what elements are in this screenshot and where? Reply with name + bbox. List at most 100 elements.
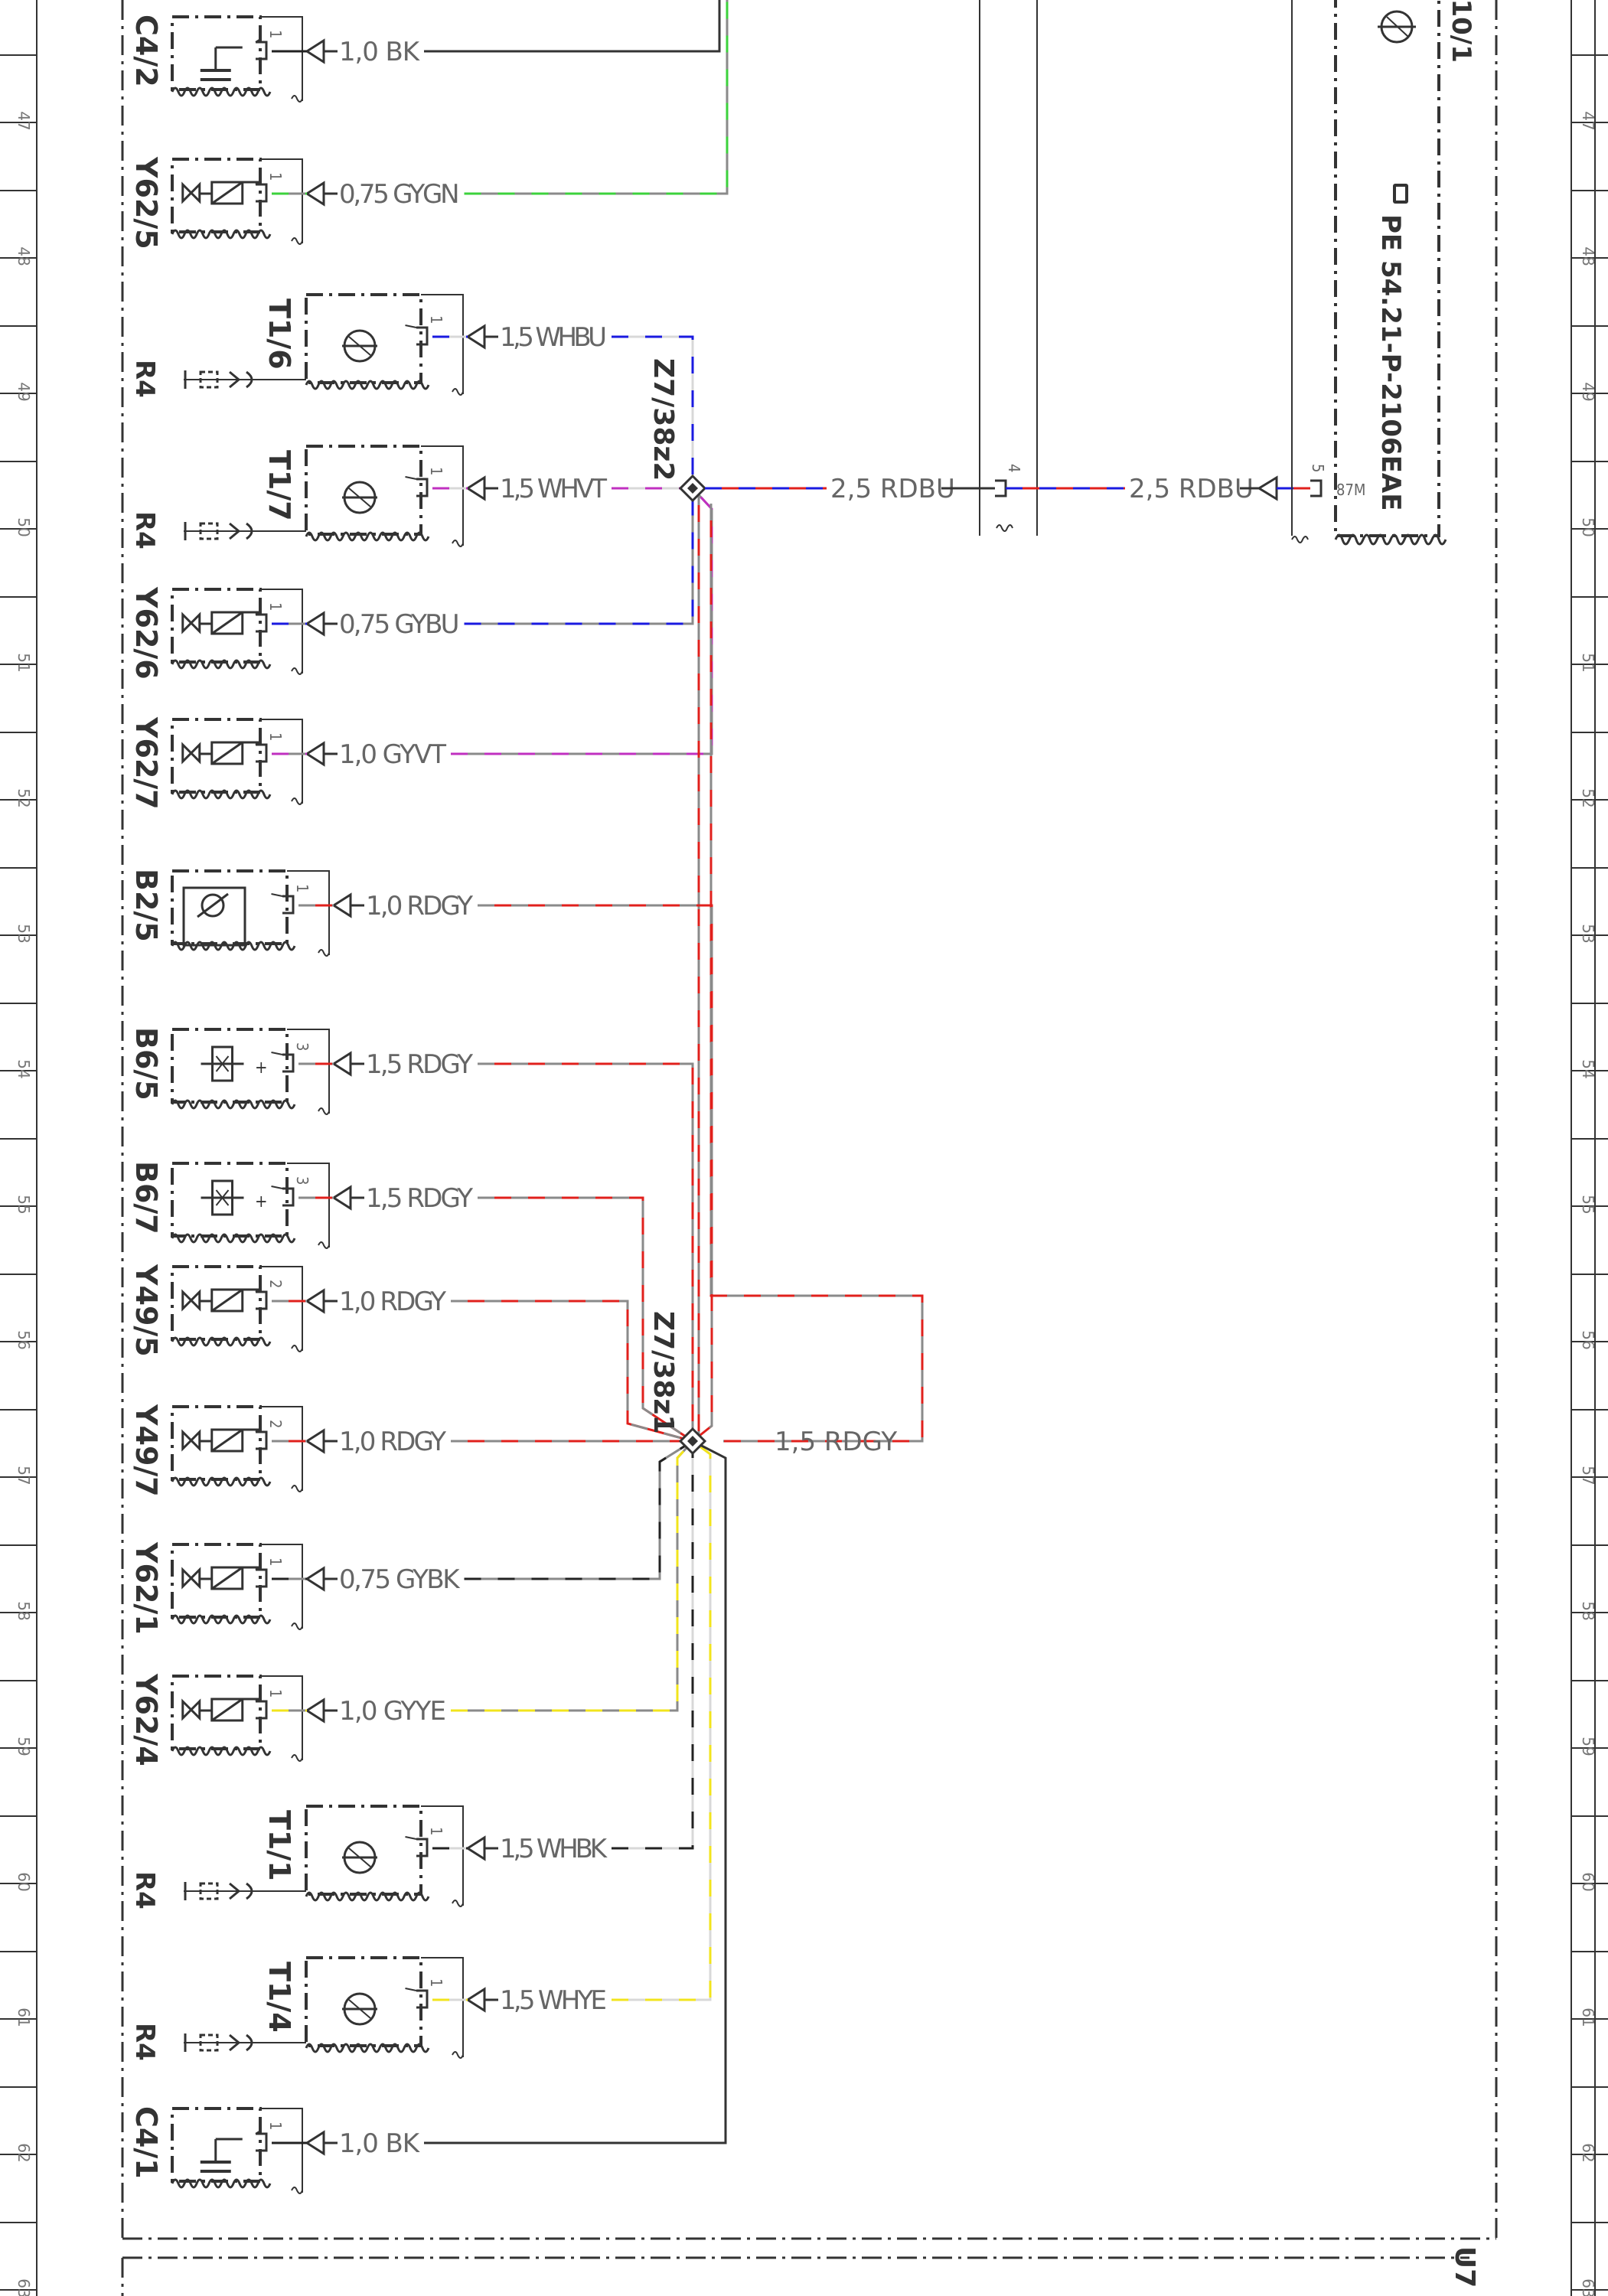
splice-z7-38z1[interactable]: Z7/38z1 [647, 1311, 707, 1456]
splice-z7-38z2[interactable]: Z7/38z2 [647, 358, 707, 503]
ruler-number-left: 54 [15, 1059, 33, 1078]
wire-y495 [451, 1300, 693, 1443]
component-id: Y62/7 [129, 716, 163, 810]
pin-number: 1 [427, 1827, 445, 1835]
component-B2-5[interactable]: 1 B2/5 [129, 869, 330, 957]
wire-whye [612, 1440, 712, 2001]
component-id: Y62/5 [129, 156, 163, 249]
ground-ref-label: R4 [129, 511, 160, 550]
wire-gybu [464, 488, 694, 625]
ruler-number-left: 60 [15, 1872, 33, 1891]
pin-number: 1 [293, 884, 311, 892]
wire-label: 1,5 WHYE [500, 1985, 607, 2016]
component-B6-5[interactable]: +3B6/5 [129, 1027, 330, 1115]
splice-label: Z7/38z2 [647, 358, 679, 481]
wire-b25 [478, 904, 713, 1443]
component-C4-1[interactable]: 1 C4/1 [129, 2106, 303, 2194]
component-id: T1/6 [263, 298, 296, 370]
wire-label: 1,5 WHBK [500, 1834, 608, 1864]
ruler-number-left: 61 [15, 2007, 33, 2027]
ruler-number-right: 57 [1579, 1466, 1597, 1485]
wire-label: 1,0 GYVT [339, 739, 446, 770]
ruler-number-left: 53 [15, 924, 33, 943]
splice-label: Z7/38z1 [647, 1311, 679, 1433]
ruler-number-left: 47 [15, 111, 33, 130]
ruler-number-left: 62 [15, 2143, 33, 2162]
component-id: B6/5 [129, 1027, 163, 1101]
pin-number: 1 [266, 1557, 285, 1566]
pin-number: 1 [427, 467, 445, 475]
connector-arrow [305, 1428, 325, 1454]
pin-number: 1 [427, 1978, 445, 1987]
pin-number: 3 [293, 1176, 311, 1185]
connector-arrow [465, 1835, 486, 1861]
wire-gybk [464, 1440, 693, 1580]
component-id: Y62/4 [129, 1673, 163, 1766]
ruler-number-left: 56 [15, 1330, 33, 1349]
wire-gyvt [451, 487, 713, 755]
ruler-number-right: 49 [1579, 382, 1597, 401]
wire-label: 1,5 RDGY [366, 1183, 473, 1214]
component-id: B2/5 [129, 869, 163, 942]
wire-gygn [464, 0, 729, 195]
ruler-number-left: 52 [15, 788, 33, 807]
connector-arrow [465, 475, 486, 501]
ruler-number-left: 59 [15, 1737, 33, 1756]
connector-arrow [331, 892, 352, 918]
wire-label: 1,0 RDGY [366, 891, 473, 921]
pin-number: 4 [1005, 464, 1023, 472]
component-T1-7[interactable]: R4 1 T1/7 [129, 445, 464, 550]
component-id: Y49/7 [129, 1404, 163, 1497]
wire-label: 1,0 BK [339, 37, 421, 67]
pin-number: 1 [266, 602, 285, 611]
connector-arrow [305, 741, 325, 767]
ruler-number-right: 59 [1579, 1737, 1597, 1756]
module-reference[interactable]: PE 54.21-P-2106EAE [1375, 214, 1406, 510]
component-Y62-6[interactable]: 1 Y62/6 [129, 586, 303, 680]
wire-label: 1,5 WHBU [500, 322, 607, 353]
ruler-number-left: 48 [15, 246, 33, 266]
connector-mid[interactable]: 4 [979, 0, 1038, 536]
wire-label: 0,75 GYBU [339, 609, 460, 640]
pin-number: 3 [293, 1042, 311, 1051]
ground-ref-label: R4 [129, 2023, 160, 2061]
component-id: C4/1 [129, 2106, 163, 2179]
ruler-number-right: 55 [1579, 1195, 1597, 1214]
ruler-number-right: 58 [1579, 1601, 1597, 1620]
ground-ref-label: R4 [129, 360, 160, 398]
component-B6-7[interactable]: +3B6/7 [129, 1161, 330, 1249]
ruler-number-right: 56 [1579, 1330, 1597, 1349]
pin-number: 1 [266, 2122, 285, 2130]
wire-label: 1,0 BK [339, 2128, 421, 2159]
connector-arrow [465, 1987, 486, 2013]
connector-arrow [305, 38, 325, 64]
wire-bk-top [424, 0, 721, 53]
ruler-number-right: 63 [1579, 2278, 1597, 2296]
pin-number: 1 [266, 172, 285, 181]
ruler-number-right: 53 [1579, 924, 1597, 943]
pin-number: 2 [266, 1280, 285, 1288]
hand-pointer-icon [1393, 184, 1408, 204]
wire-label: 1,5 WHVT [500, 474, 607, 504]
connector-arrow [305, 1698, 325, 1724]
wire-label-rdbu-1: 2,5 RDBU [830, 474, 955, 504]
ruler-number-right: 52 [1579, 788, 1597, 807]
wire-label: 0,75 GYGN [339, 179, 460, 210]
component-C4-2[interactable]: 1C4/2 [129, 15, 303, 103]
connector-arrow [1257, 475, 1278, 501]
module-id: N10/1 [1446, 0, 1476, 63]
component-Y62-5[interactable]: 1 Y62/5 [129, 156, 303, 249]
component-id: T1/7 [263, 450, 296, 521]
ruler-number-left: 51 [15, 653, 33, 672]
component-id: Y62/6 [129, 586, 163, 680]
